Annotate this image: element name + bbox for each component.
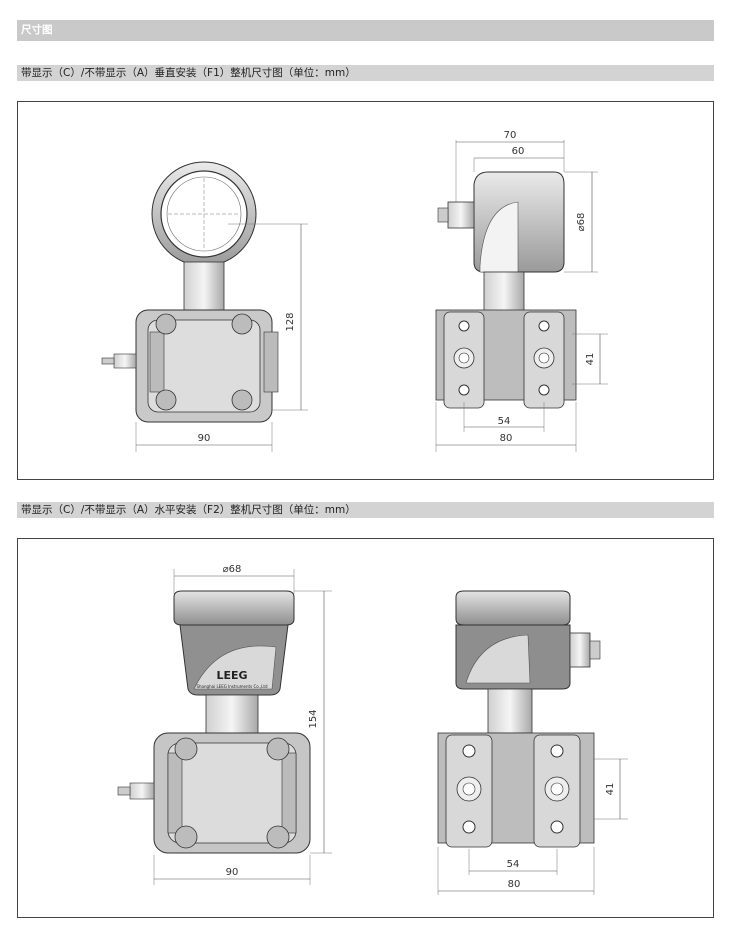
- section2-header: 带显示（C）/不带显示（A）水平安装（F2）整机尺寸图（单位：mm）: [17, 502, 714, 518]
- side2-flange-dim: 41: [605, 783, 616, 796]
- side-flange-dim: 41: [585, 353, 596, 366]
- side-top-inner-dim: 60: [512, 146, 525, 157]
- front2-logo-sub: Shanghai LEEG Instruments Co.,Ltd: [196, 684, 267, 689]
- side-view-2: 41 54 80: [437, 590, 628, 895]
- front2-width-dim: 90: [226, 867, 239, 878]
- side-view: 70 60 ⌀68 41: [435, 130, 608, 452]
- side2-inner-width-dim: 54: [507, 859, 520, 870]
- side-diameter-dim: ⌀68: [576, 213, 587, 232]
- section1-header: 带显示（C）/不带显示（A）垂直安装（F1）整机尺寸图（单位：mm）: [17, 65, 714, 81]
- front-height-dim: 128: [285, 312, 296, 331]
- side-outer-width-dim: 80: [500, 433, 513, 444]
- vertical-mount-drawing: 128 90 70 60 ⌀68: [101, 130, 608, 452]
- front2-height-dim: 154: [308, 709, 319, 728]
- front2-diameter-dim: ⌀68: [223, 564, 242, 575]
- horizontal-mount-drawing: ⌀68 LEEG Shanghai LEEG Instruments Co.,L…: [117, 564, 628, 895]
- side-top-outer-dim: 70: [504, 130, 517, 141]
- front-width-dim: 90: [198, 433, 211, 444]
- front-view-2: ⌀68 LEEG Shanghai LEEG Instruments Co.,L…: [117, 564, 332, 885]
- section2-title: 带显示（C）/不带显示（A）水平安装（F2）整机尺寸图（单位：mm）: [21, 504, 356, 516]
- section1-panel: 128 90 70 60 ⌀68: [17, 101, 714, 480]
- front2-logo: LEEG: [216, 669, 247, 682]
- section2-panel: ⌀68 LEEG Shanghai LEEG Instruments Co.,L…: [17, 538, 714, 918]
- front-view: 128 90: [101, 161, 308, 452]
- side2-outer-width-dim: 80: [508, 879, 521, 890]
- header-title: 尺寸图: [21, 24, 53, 36]
- section1-title: 带显示（C）/不带显示（A）垂直安装（F1）整机尺寸图（单位：mm）: [21, 67, 356, 79]
- side-inner-width-dim: 54: [498, 416, 511, 427]
- page-header: 尺寸图: [17, 20, 714, 41]
